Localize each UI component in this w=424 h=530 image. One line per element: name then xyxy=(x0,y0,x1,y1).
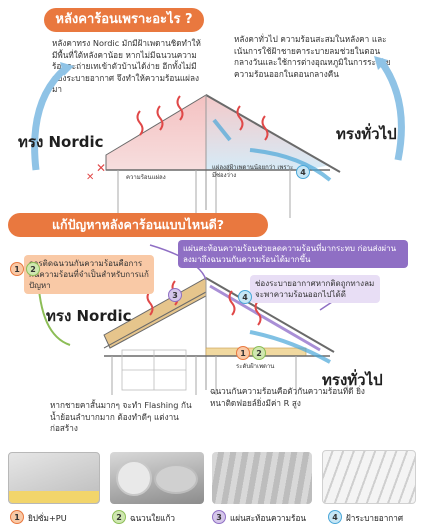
legend-label-3: แผ่นสะท้อนความร้อน xyxy=(230,513,306,523)
ceiling-level-label: ระดับฝ้าเพดาน xyxy=(236,363,275,370)
marker-2-left: 2 xyxy=(26,262,40,276)
nordic-label-bottom: ทรง Nordic xyxy=(46,307,132,325)
marker-2-right: 2 xyxy=(252,346,266,360)
marker-4-top: 4 xyxy=(296,165,310,179)
legend-label-1: ยิปซั่ม+PU xyxy=(28,513,67,523)
svg-text:✕: ✕ xyxy=(96,161,106,175)
marker-1-left: 1 xyxy=(10,262,24,276)
insulation-note: ฉนวนกันความร้อนคือตัวกันความร้อนที่ดี ยิ… xyxy=(210,386,365,408)
heat-label-right: แผ่ลงสู่ฝ้าเพดานน้อยกว่า เพราะมีช่องว่าง xyxy=(212,164,294,179)
flashing-note: หากชายคาสั้นมากๆ จะทำ Flashing กันน้ำย้อ… xyxy=(50,400,192,433)
legend-label-4: ฝ้าระบายอากาศ xyxy=(346,513,404,523)
box-ventilation: ช่องระบายอากาศหากติดถูกทางลมจะพาความร้อน… xyxy=(250,275,380,303)
ventilated-soffit-image xyxy=(322,450,416,504)
general-explanation: หลังคาทั่วไป ความร้อนสะสมในหลังคา และเน้… xyxy=(234,34,391,79)
box-insulation-needed: การติดฉนวนกันความร้อนคือการกันความร้อนที… xyxy=(24,255,154,294)
general-label-bottom: ทรงทั่วไป xyxy=(322,371,383,389)
marker-3-center: 3 xyxy=(168,288,182,302)
heat-label-left: ความร้อนแผ่ลง xyxy=(126,174,166,181)
section1-title: หลังคาร้อนเพราะอะไร ? xyxy=(44,8,204,32)
gypsum-pu-image xyxy=(8,452,100,504)
svg-text:✕: ✕ xyxy=(86,172,94,183)
nordic-explanation: หลังคาทรง Nordic มักมีฝ้าเพดานชิดทำให้มี… xyxy=(52,38,201,94)
fiberglass-insulation-image xyxy=(110,452,204,504)
roof-diagram-top: ✕ ✕ xyxy=(31,56,405,218)
reflective-sheet-image xyxy=(212,452,312,504)
nordic-label-top: ทรง Nordic xyxy=(18,133,104,151)
box-reflective-sheet: แผ่นสะท้อนความร้อนช่วยลดความร้อนที่มากระ… xyxy=(178,240,408,268)
legend-num-3: 3 xyxy=(212,510,226,524)
legend-num-1: 1 xyxy=(10,510,24,524)
marker-1-right: 1 xyxy=(236,346,250,360)
marker-4-center: 4 xyxy=(238,290,252,304)
legend-num-4: 4 xyxy=(328,510,342,524)
legend-label-2: ฉนวนใยแก้ว xyxy=(130,513,175,523)
legend-num-2: 2 xyxy=(112,510,126,524)
section2-title: แก้ปัญหาหลังคาร้อนแบบไหนดี? xyxy=(8,213,268,237)
general-label-top: ทรงทั่วไป xyxy=(336,125,397,143)
